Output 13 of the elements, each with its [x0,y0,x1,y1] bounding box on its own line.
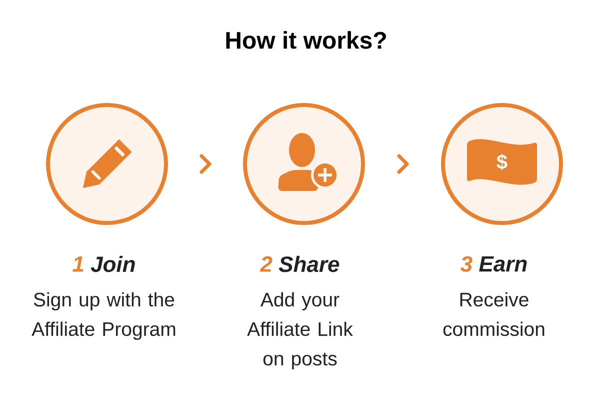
icon-circle [46,103,168,225]
step-title: Share [278,256,340,272]
step-number: 1 [72,256,84,272]
step-description: Receive commission [443,292,544,336]
step-description: Sign up with the Affiliate Program [32,292,176,340]
step-number: 3 [460,256,472,272]
chevron-arrow [200,154,212,174]
step-title: Earn [479,256,527,272]
step-description: Add your Affiliate Link on posts [247,292,353,370]
title: How it works? [226,31,386,49]
step-title: Join [90,256,135,272]
chevron-arrow [397,154,409,174]
step-number: 2 [260,256,272,272]
